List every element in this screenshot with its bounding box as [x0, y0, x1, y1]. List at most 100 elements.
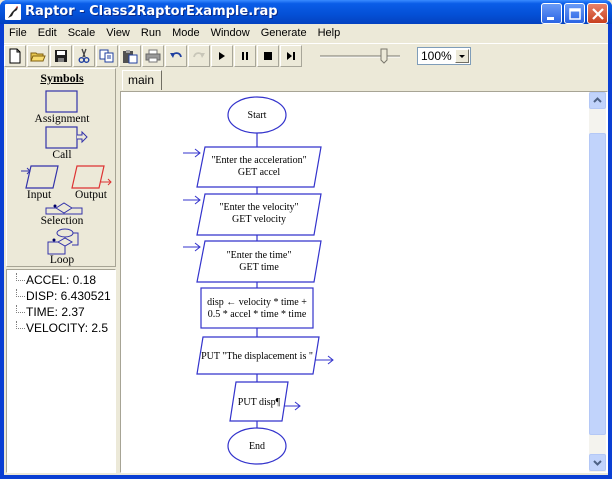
pane-splitter[interactable]	[116, 68, 120, 473]
client-area: File Edit Scale View Run Mode Window Gen…	[4, 24, 608, 475]
redo-button[interactable]	[188, 45, 210, 67]
end-label: End	[249, 441, 265, 452]
new-button[interactable]	[4, 45, 26, 67]
start-label: Start	[248, 110, 267, 121]
pause-icon	[242, 52, 248, 60]
open-button[interactable]	[27, 45, 49, 67]
flowchart: Start "Enter the acceleration" GET accel…	[183, 96, 334, 465]
flow-assignment-disp[interactable]: disp ← velocity * time + 0.5 * accel * t…	[200, 287, 314, 329]
svg-text:GET velocity: GET velocity	[232, 214, 286, 225]
flowchart-canvas[interactable]: Start "Enter the acceleration" GET accel…	[120, 91, 608, 473]
close-icon	[592, 8, 604, 20]
editor-pane: main	[120, 68, 608, 473]
svg-text:PUT disp¶: PUT disp¶	[238, 397, 281, 408]
scissors-icon	[78, 48, 90, 63]
flow-output-disp[interactable]: PUT disp¶	[229, 381, 301, 422]
pause-button[interactable]	[234, 45, 256, 67]
run-button[interactable]	[211, 45, 233, 67]
copy-button[interactable]	[96, 45, 118, 67]
svg-text:GET accel: GET accel	[238, 167, 281, 178]
zoom-select[interactable]: 100%	[417, 47, 471, 65]
print-button[interactable]	[142, 45, 164, 67]
menu-mode[interactable]: Mode	[172, 27, 200, 39]
stop-button[interactable]	[257, 45, 279, 67]
menu-help[interactable]: Help	[317, 27, 341, 39]
step-button[interactable]	[280, 45, 302, 67]
svg-text:"Enter the velocity": "Enter the velocity"	[219, 202, 298, 213]
save-icon	[55, 50, 67, 62]
menu-edit[interactable]: Edit	[37, 27, 57, 39]
zoom-value: 100%	[421, 49, 452, 63]
selection-symbol-icon[interactable]	[45, 202, 85, 216]
left-pane: Symbols Assignment Call Input	[6, 68, 116, 473]
symbols-title: Symbols	[40, 71, 84, 85]
flow-start[interactable]: Start	[227, 96, 287, 134]
output-symbol-label: Output	[75, 189, 107, 201]
chevron-down-icon	[593, 460, 602, 466]
loop-symbol-icon[interactable]	[45, 228, 85, 256]
menu-view[interactable]: View	[106, 27, 130, 39]
menu-file[interactable]: File	[9, 27, 27, 39]
paste-button[interactable]	[119, 45, 141, 67]
loop-symbol-label: Loop	[49, 254, 75, 266]
paste-icon	[123, 49, 138, 63]
menu-window[interactable]: Window	[210, 27, 250, 39]
minimize-icon	[547, 17, 554, 20]
flow-input-velocity[interactable]: "Enter the velocity" GET velocity	[183, 193, 322, 236]
undo-icon	[170, 52, 182, 58]
scroll-down-button[interactable]	[589, 454, 606, 471]
call-symbol-icon[interactable]	[45, 126, 91, 150]
vertical-scrollbar[interactable]	[589, 92, 606, 472]
open-folder-icon	[30, 52, 46, 62]
svg-text:"Enter the acceleration": "Enter the acceleration"	[211, 155, 306, 166]
new-file-icon	[9, 48, 21, 64]
speed-slider[interactable]	[320, 46, 404, 66]
chevron-up-icon	[593, 97, 602, 103]
tab-strip: main	[120, 68, 608, 90]
menu-generate[interactable]: Generate	[260, 27, 307, 39]
minimize-button[interactable]	[541, 3, 562, 24]
chevron-down-icon	[459, 55, 465, 58]
symbols-panel: Symbols Assignment Call Input	[6, 68, 116, 267]
input-symbol-icon[interactable]	[21, 165, 61, 191]
menu-scale[interactable]: Scale	[67, 27, 96, 39]
window-title: Raptor - Class2RaptorExample.rap	[25, 4, 278, 19]
svg-text:GET time: GET time	[239, 262, 279, 273]
close-button[interactable]	[587, 3, 608, 24]
undo-button[interactable]	[165, 45, 187, 67]
variable-time: TIME: 2.37	[26, 305, 85, 319]
scroll-thumb[interactable]	[589, 133, 606, 435]
flow-output-message[interactable]: PUT "The displacement is "	[196, 336, 334, 375]
svg-text:0.5 * accel * time * time: 0.5 * accel * time * time	[208, 309, 307, 320]
assignment-symbol-label: Assignment	[34, 113, 90, 125]
stop-icon	[264, 52, 272, 60]
variable-velocity: VELOCITY: 2.5	[26, 321, 109, 335]
zoom-dropdown-button[interactable]	[455, 49, 469, 63]
tab-main[interactable]: main	[122, 70, 162, 90]
redo-icon	[193, 52, 205, 58]
flow-input-time[interactable]: "Enter the time" GET time	[183, 240, 322, 283]
svg-text:PUT "The displacement is ": PUT "The displacement is "	[201, 351, 313, 362]
menu-bar: File Edit Scale View Run Mode Window Gen…	[4, 24, 608, 42]
printer-icon	[145, 49, 161, 63]
copy-icon	[99, 49, 114, 63]
maximize-button[interactable]	[564, 3, 585, 24]
flow-input-accel[interactable]: "Enter the acceleration" GET accel	[183, 146, 322, 188]
input-symbol-label: Input	[26, 189, 52, 201]
step-icon	[287, 52, 295, 60]
assignment-symbol-icon[interactable]	[45, 90, 79, 114]
flow-end[interactable]: End	[227, 427, 287, 465]
svg-text:disp ← velocity * time +: disp ← velocity * time +	[207, 297, 307, 308]
play-icon	[219, 52, 225, 60]
cut-button[interactable]	[73, 45, 95, 67]
raptor-app-icon	[5, 4, 21, 20]
title-bar[interactable]: Raptor - Class2RaptorExample.rap	[0, 0, 612, 24]
scroll-up-button[interactable]	[589, 92, 606, 109]
save-button[interactable]	[50, 45, 72, 67]
variables-panel: ACCEL: 0.18 DISP: 6.430521 TIME: 2.37 VE…	[6, 269, 116, 473]
output-symbol-icon[interactable]	[71, 165, 115, 191]
menu-run[interactable]: Run	[140, 27, 162, 39]
variable-accel: ACCEL: 0.18	[26, 273, 97, 287]
svg-text:"Enter the time": "Enter the time"	[227, 250, 292, 261]
